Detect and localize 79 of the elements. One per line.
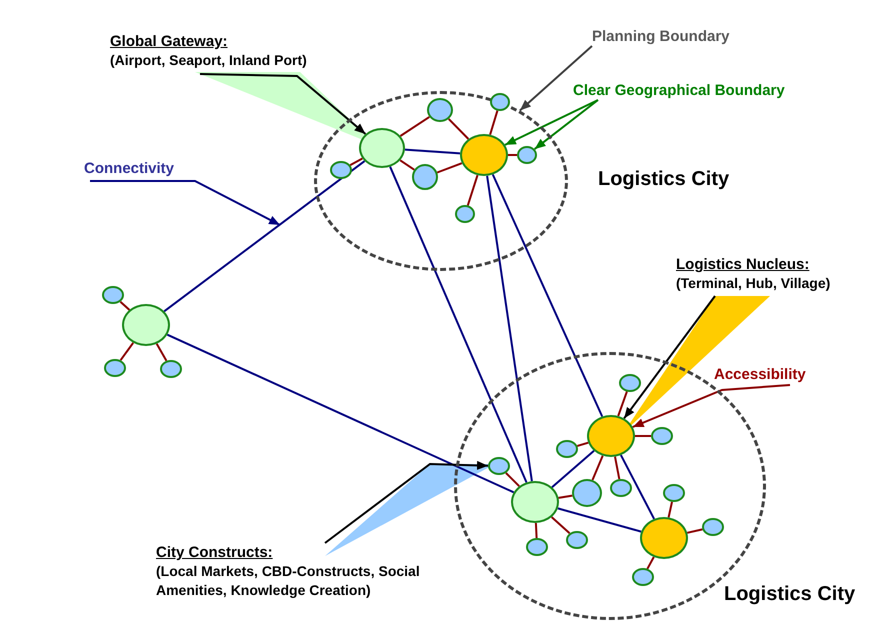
link-line <box>404 148 460 154</box>
link-line <box>436 162 462 174</box>
node-circle <box>330 161 352 179</box>
callout-heading: Logistics Nucleus: <box>676 255 810 274</box>
hub-circle <box>511 481 559 523</box>
link-line <box>686 528 703 534</box>
hub-circle <box>122 304 170 346</box>
hub-circle <box>359 128 405 168</box>
node-circle <box>102 286 124 304</box>
link-line <box>164 160 366 312</box>
leader-line <box>623 295 716 419</box>
node-circle <box>632 568 654 586</box>
node-circle <box>651 427 673 445</box>
node-circle <box>427 98 453 122</box>
node-circle <box>526 538 548 556</box>
link-line <box>635 435 651 437</box>
hub-circle <box>640 517 688 559</box>
link-line <box>551 516 570 534</box>
callout-text: (Local Markets, CBD-Constructs, Social Amenities, Knowledge Creation) <box>156 562 421 600</box>
callout-text: (Terminal, Hub, Village) <box>676 274 832 293</box>
leader-line <box>519 45 593 112</box>
link-line <box>486 176 533 482</box>
callout-label: Accessibility <box>714 365 834 384</box>
leader-line <box>200 73 366 135</box>
link-line <box>534 522 538 538</box>
link-line <box>166 334 514 494</box>
link-line <box>646 556 655 570</box>
link-line <box>120 300 130 311</box>
callout-text: (Airport, Seaport, Inland Port) <box>110 51 308 70</box>
link-line <box>558 494 572 499</box>
link-line <box>400 116 430 137</box>
link-line <box>577 442 589 447</box>
link-line <box>489 110 498 135</box>
callout-label: Connectivity <box>84 159 204 178</box>
node-circle <box>488 457 510 475</box>
node-circle <box>702 518 724 536</box>
node-circle <box>160 360 182 378</box>
link-line <box>492 174 604 417</box>
link-line <box>389 166 528 483</box>
link-line <box>551 450 595 488</box>
callout-heading: Global Gateway: <box>110 32 229 51</box>
node-circle <box>572 479 602 507</box>
link-line <box>508 154 517 156</box>
callout-label: Clear Geographical Boundary <box>573 81 843 100</box>
link-line <box>466 174 478 206</box>
node-circle <box>566 531 588 549</box>
link-line <box>614 456 620 480</box>
link-line <box>617 391 628 416</box>
node-circle <box>619 374 641 392</box>
hub-circle <box>460 134 508 176</box>
node-circle <box>455 205 475 223</box>
link-line <box>558 507 642 533</box>
region-title: Logistics City <box>598 168 730 191</box>
node-circle <box>490 93 510 111</box>
node-circle <box>663 484 685 502</box>
hub-circle <box>587 415 635 457</box>
region-title: Logistics City <box>724 583 856 606</box>
leader-line <box>324 460 488 544</box>
node-circle <box>104 359 126 377</box>
node-circle <box>610 479 632 497</box>
link-line <box>668 502 673 518</box>
leader-line <box>504 99 598 146</box>
link-line <box>156 343 168 362</box>
callout-heading: City Constructs: <box>156 543 274 562</box>
leader-line <box>632 384 790 428</box>
node-circle <box>517 146 537 164</box>
leader-line <box>90 180 280 226</box>
link-line <box>400 159 415 171</box>
node-circle <box>412 164 438 190</box>
leader-line <box>534 99 599 150</box>
boundary-circle <box>314 91 568 271</box>
link-line <box>448 118 470 140</box>
callout-label: Planning Boundary <box>592 27 772 46</box>
link-line <box>505 472 520 487</box>
link-line <box>592 455 604 480</box>
node-circle <box>556 440 578 458</box>
link-line <box>620 454 655 520</box>
link-line <box>120 342 134 361</box>
link-line <box>350 158 363 166</box>
